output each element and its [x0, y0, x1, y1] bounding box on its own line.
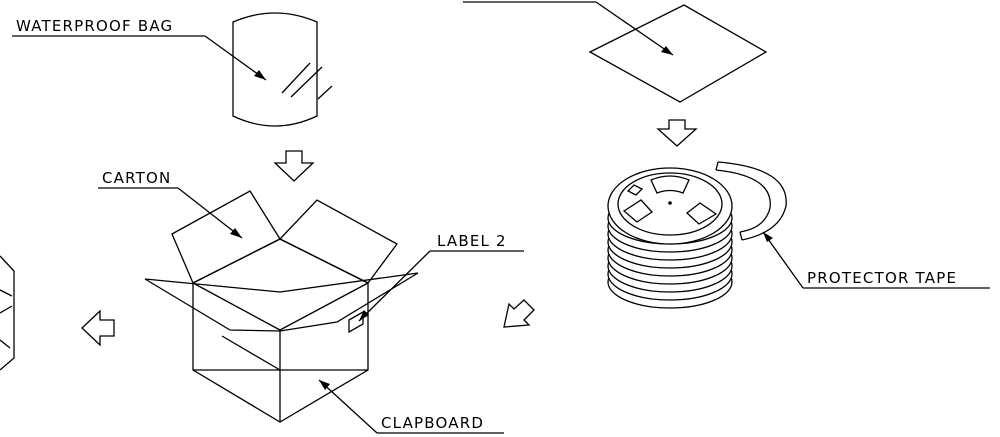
- clapboard-leader: [318, 379, 504, 434]
- label-2-label: LABEL 2: [437, 232, 507, 250]
- protector-tape-leader: [762, 231, 990, 289]
- carton-box: [144, 190, 419, 423]
- down-arrow-icon: [273, 150, 315, 182]
- left-arrow-icon: [81, 309, 115, 347]
- protector-tape-label: PROTECTOR TAPE: [807, 269, 957, 287]
- waterproof-bag-label: WATERPROOF BAG: [16, 17, 173, 35]
- cover-sheet-leader: [463, 1, 674, 56]
- label-2-leader: [358, 250, 524, 322]
- packed-carton-partial: [0, 255, 15, 371]
- protector-tape: [715, 161, 787, 241]
- diagonal-arrow-icon: [503, 299, 535, 328]
- carton-label: CARTON: [102, 169, 171, 187]
- down-arrow-icon-2: [656, 119, 698, 147]
- waterproof-bag-leader: [12, 35, 267, 81]
- carton-leader: [98, 187, 243, 239]
- clapboard-label: CLAPBOARD: [381, 414, 484, 432]
- reel-stack: [607, 167, 733, 309]
- cover-sheet: [588, 4, 768, 103]
- waterproof-bag: [232, 12, 333, 127]
